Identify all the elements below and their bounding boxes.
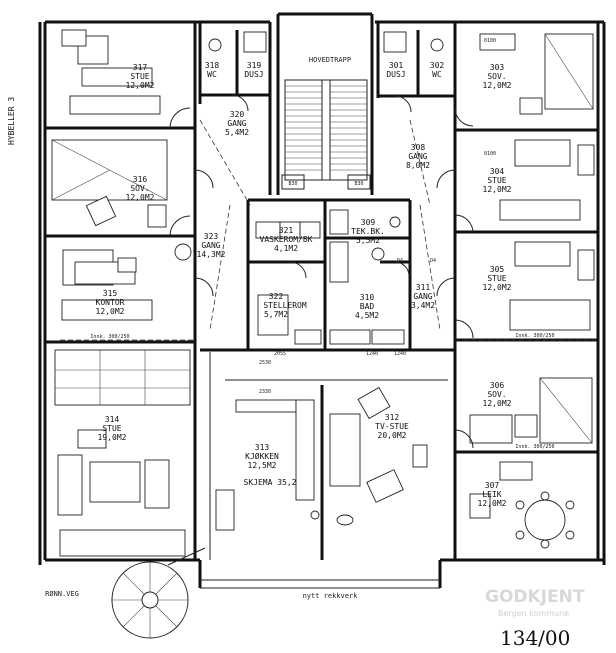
room-area: 3,4M2	[411, 301, 435, 310]
plan-title: HYBELLER 3	[7, 97, 16, 145]
room-area: 12,0M2	[483, 185, 512, 194]
interior-walls	[45, 12, 598, 560]
dim-label: B30	[288, 181, 297, 187]
doors	[169, 94, 474, 449]
room-name: LEIK	[482, 490, 501, 499]
room-name: STUE	[487, 176, 506, 185]
room-area: 4,1M2	[274, 244, 298, 253]
stair-note: nytt rekkverk	[303, 592, 359, 600]
room-area: 5,4M2	[225, 128, 249, 137]
room-number: 304	[490, 167, 505, 176]
room-area: 4,5M2	[355, 311, 379, 320]
room-area: 14,3M2	[197, 250, 226, 259]
room-name: SOV.	[130, 184, 149, 193]
room-name: TV-STUE	[375, 422, 409, 431]
room-name: DUSJ	[244, 70, 263, 79]
room-number: 322	[269, 292, 284, 301]
room-area: 8,0M2	[406, 161, 430, 170]
room-number: 303	[490, 63, 505, 72]
dim-label: Innk. 300/250	[515, 444, 554, 450]
room-number: 308	[411, 143, 426, 152]
room-name: SOV.	[487, 390, 506, 399]
room-number: 317	[133, 63, 148, 72]
room-name: STUE	[487, 274, 506, 283]
room-number: 313	[255, 443, 270, 452]
dim-label: 2330	[259, 389, 271, 395]
dimension-labels: 2330 2530 2055 1240 1240 D4 D4 0100 0100…	[90, 38, 554, 450]
room-name: SOV.	[487, 72, 506, 81]
room-area: 12,0M2	[478, 499, 507, 508]
room-number: 307	[485, 481, 500, 490]
room-number: 306	[490, 381, 505, 390]
document-number: 134/00	[500, 626, 570, 650]
room-name: TEK.BK.	[351, 227, 385, 236]
dim-label: Innk. 300/250	[90, 334, 129, 340]
dim-label: Innk. 300/250	[515, 333, 554, 339]
outer-walls	[38, 20, 606, 589]
dim-label: D4	[397, 258, 403, 264]
room-name: GANG	[227, 119, 246, 128]
room-name: BAD	[360, 302, 375, 311]
stamp-subtext: Bergen kommune	[498, 609, 569, 618]
room-number: 320	[230, 110, 245, 119]
room-name: WC	[207, 70, 217, 79]
room-name: STELLEROM	[263, 301, 307, 310]
room-name: STUE	[130, 72, 149, 81]
dim-label: 0100	[484, 151, 496, 157]
dim-label: 1240	[394, 351, 406, 357]
room-number: 319	[247, 61, 262, 70]
room-area: 12,0M2	[96, 307, 125, 316]
room-number: 311	[416, 283, 431, 292]
room-area: 12,0M2	[126, 193, 155, 202]
room-name: GANG	[201, 241, 220, 250]
dim-label: B30	[354, 181, 363, 187]
room-number: 310	[360, 293, 375, 302]
room-area: 5,5M2	[356, 236, 380, 245]
dim-label: 1240	[366, 351, 378, 357]
room-name: VASKEROM/BK	[260, 235, 313, 244]
room-area: 12,0M2	[483, 399, 512, 408]
room-number: 315	[103, 289, 118, 298]
room-number: 301	[389, 61, 404, 70]
room-area: 12,0M2	[483, 81, 512, 90]
room-area: 5,7M2	[264, 310, 288, 319]
room-name: WC	[432, 70, 442, 79]
room-area: 12,0M2	[483, 283, 512, 292]
street-label: RØNN.VEG	[45, 590, 79, 598]
room-number: 302	[430, 61, 445, 70]
stamp-text: GODKJENT	[485, 587, 585, 607]
room-area: 12,5M2	[248, 461, 277, 470]
dim-label: 0100	[484, 38, 496, 44]
room-name: STUE	[102, 424, 121, 433]
room-name: GANG	[408, 152, 427, 161]
dim-label: 2055	[274, 351, 286, 357]
room-name: KONTOR	[96, 298, 125, 307]
room-number: 323	[204, 232, 219, 241]
room-number: 312	[385, 413, 400, 422]
room-name: GANG	[413, 292, 432, 301]
furniture	[51, 29, 595, 557]
main-staircase: HOVEDTRAPP B30 B30	[281, 56, 371, 190]
stair-label: HOVEDTRAPP	[309, 56, 351, 64]
approval-stamp: GODKJENT Bergen kommune	[485, 587, 585, 618]
room-area: 20,0M2	[378, 431, 407, 440]
room-number: 305	[490, 265, 505, 274]
room-number: 309	[361, 218, 376, 227]
spiral-staircase	[111, 547, 206, 639]
dim-label: 2530	[259, 360, 271, 366]
room-area: 19,0M2	[98, 433, 127, 442]
room-number: 316	[133, 175, 148, 184]
dim-label: D4	[430, 258, 436, 264]
room-name: DUSJ	[386, 70, 405, 79]
room-labels: 317 STUE 12,0M2 318 WC 319 DUSJ 320 GANG…	[96, 61, 512, 508]
dashed-lines	[60, 119, 598, 341]
room-number: 314	[105, 415, 120, 424]
room-note: SKJEMA 35,2	[244, 478, 297, 487]
room-name: KJØKKEN	[245, 451, 279, 461]
room-number: 321	[279, 226, 294, 235]
room-number: 318	[205, 61, 220, 70]
room-area: 12,0M2	[126, 81, 155, 90]
